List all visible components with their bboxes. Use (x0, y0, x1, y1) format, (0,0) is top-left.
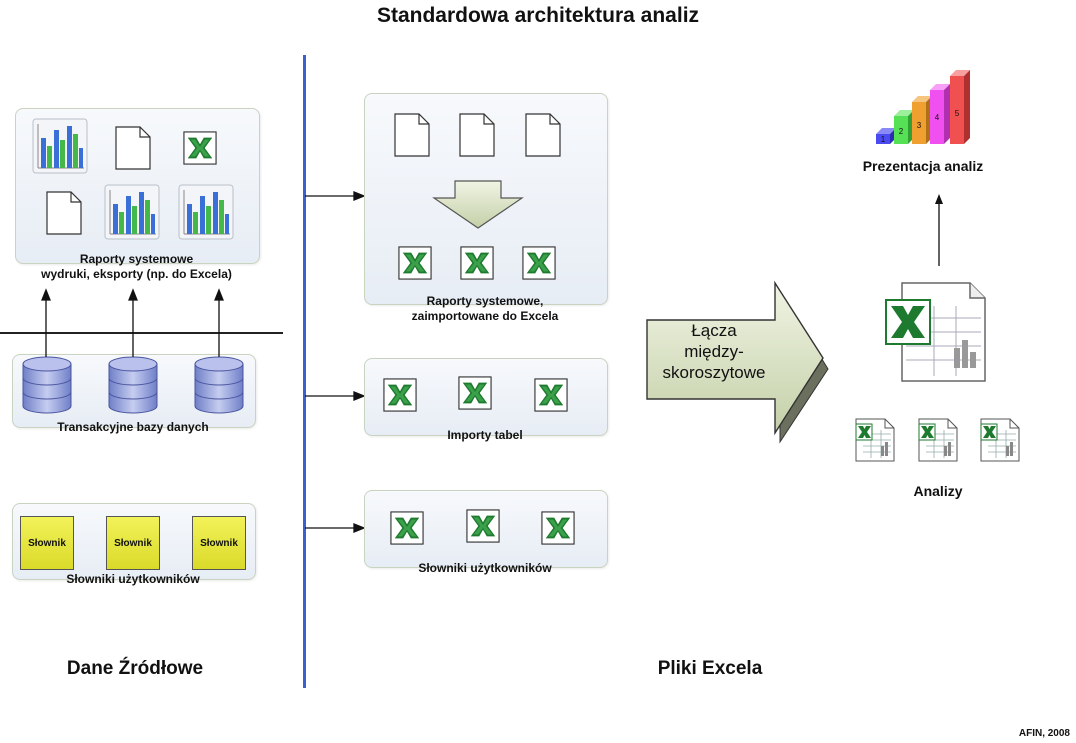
document-icon (525, 113, 561, 157)
excel-icon (541, 511, 575, 545)
system-reports-label: Raporty systemowe wydruki, eksporty (np.… (15, 252, 258, 282)
bar-number-3: 3 (917, 121, 922, 130)
section-divider (303, 55, 306, 688)
analysis-sheet-icon (855, 418, 895, 462)
system-reports-label-line2: wydruki, eksporty (np. do Excela) (41, 267, 232, 281)
excel-icon (398, 246, 432, 280)
analyses-label: Analizy (913, 483, 963, 499)
imported-reports-label-line2: zaimportowane do Excela (411, 309, 559, 323)
bar-number-4: 4 (935, 113, 940, 122)
dictionary-item: Słownik (192, 516, 246, 570)
horizontal-separator (0, 332, 283, 334)
dictionary-item: Słownik (20, 516, 74, 570)
inter-workbook-links-line2: między- (684, 342, 744, 361)
analysis-sheet-icon (980, 418, 1020, 462)
inter-workbook-links-arrow (646, 280, 829, 444)
excel-icon (390, 511, 424, 545)
presentation-label: Prezentacja analiz (862, 158, 984, 174)
excel-icon (458, 376, 492, 410)
inter-workbook-links-line1: Łącza (691, 321, 737, 340)
document-icon (459, 113, 495, 157)
excel-icon (534, 378, 568, 412)
bar-number-5: 5 (955, 109, 960, 118)
analysis-sheet-icon (918, 418, 958, 462)
import-arrows (305, 191, 366, 533)
inter-workbook-links-label: Łącza między- skoroszytowe (650, 320, 778, 383)
document-icon (394, 113, 430, 157)
analyses-to-presentation-arrow (935, 194, 943, 266)
table-imports-label: Importy tabel (447, 428, 523, 442)
excel-icon (383, 378, 417, 412)
dictionary-item: Słownik (106, 516, 160, 570)
db-to-reports-arrows (41, 288, 224, 357)
bar-number-2: 2 (899, 127, 904, 136)
excel-icon (522, 246, 556, 280)
databases-label: Transakcyjne bazy danych (57, 420, 209, 434)
inter-workbook-links-line3: skoroszytowe (662, 363, 766, 382)
down-arrow-icon (432, 180, 524, 229)
presentation-bars-icon: 1 2 3 4 5 (876, 70, 970, 144)
dictionaries-label: Słowniki użytkowników (66, 572, 200, 586)
excel-dictionaries-label: Słowniki użytkowników (418, 561, 552, 575)
bar-number-1: 1 (881, 135, 886, 144)
imported-reports-label: Raporty systemowe, zaimportowane do Exce… (364, 294, 606, 324)
excel-icon (460, 246, 494, 280)
excel-files-section-label: Pliki Excela (657, 658, 763, 679)
credit: AFIN, 2008 (1018, 728, 1070, 739)
diagram-title: Standardowa architektura analiz (376, 4, 700, 27)
excel-workbook-icon (885, 282, 986, 382)
source-data-section-label: Dane Źródłowe (66, 658, 204, 679)
system-reports-label-line1: Raporty systemowe (79, 252, 194, 266)
imported-reports-label-line1: Raporty systemowe, (426, 294, 544, 308)
excel-icon (466, 509, 500, 543)
